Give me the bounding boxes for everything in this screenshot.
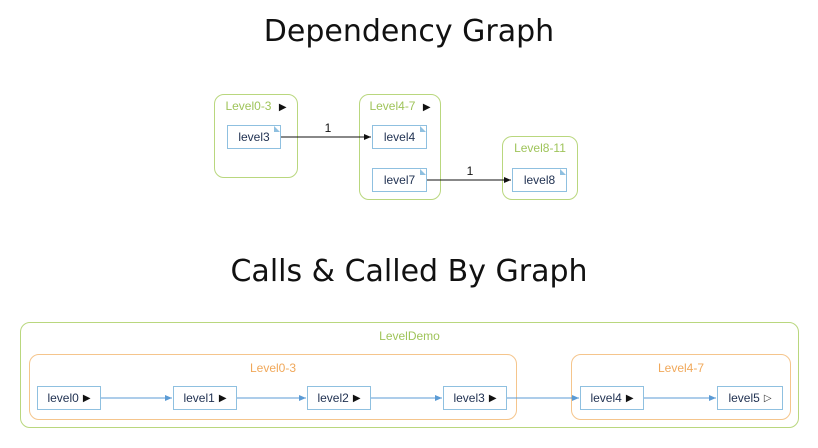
note-corner-icon [560, 169, 566, 175]
triangle-right-icon[interactable]: ▶ [488, 392, 497, 404]
cluster-leveldemo[interactable]: LevelDemo [20, 322, 799, 428]
note-corner-icon [420, 126, 426, 132]
cluster-level0-3[interactable]: Level0-3 ▶ [214, 94, 298, 178]
cluster-label: LevelDemo [379, 329, 440, 343]
call-node-level3[interactable]: level3 ▶ [443, 386, 507, 410]
edge-label: 1 [467, 164, 474, 178]
edge-label: 1 [325, 121, 332, 135]
triangle-right-icon[interactable]: ▶ [82, 392, 91, 404]
node-label: level1 [183, 391, 215, 405]
dep-node-level8[interactable]: level8 [512, 168, 567, 192]
note-corner-icon [420, 169, 426, 175]
cluster-level4-7[interactable]: Level4-7 ▶ [359, 94, 441, 200]
call-node-level2[interactable]: level2 ▶ [307, 386, 371, 410]
cluster-label: Level0-3 [225, 99, 272, 113]
cluster-label: Level8-11 [514, 141, 566, 155]
node-label: level2 [317, 391, 349, 405]
call-node-level0[interactable]: level0 ▶ [37, 386, 101, 410]
cluster-label: Level4-7 [657, 361, 705, 375]
node-label: level5 [728, 391, 760, 405]
triangle-right-outline-icon[interactable]: ▷ [763, 392, 772, 404]
triangle-right-icon[interactable]: ▶ [278, 102, 287, 113]
cluster-level8-11[interactable]: Level8-11 [502, 136, 578, 200]
call-node-level4[interactable]: level4 ▶ [580, 386, 644, 410]
call-node-level5[interactable]: level5 ▷ [717, 386, 783, 410]
triangle-right-icon[interactable]: ▶ [218, 392, 227, 404]
node-label: level7 [383, 173, 416, 187]
triangle-right-icon[interactable]: ▶ [625, 392, 634, 404]
node-label: level4 [383, 130, 416, 144]
triangle-right-icon[interactable]: ▶ [352, 392, 361, 404]
cluster-level0-3-calls[interactable]: Level0-3 [29, 354, 517, 420]
call-node-level1[interactable]: level1 ▶ [173, 386, 237, 410]
note-corner-icon [274, 126, 280, 132]
calls-graph-title: Calls & Called By Graph [230, 254, 588, 289]
cluster-level4-7-calls[interactable]: Level4-7 [571, 354, 791, 420]
dep-node-level3[interactable]: level3 [227, 125, 281, 149]
node-label: level3 [453, 391, 485, 405]
node-label: level0 [47, 391, 79, 405]
node-label: level4 [590, 391, 622, 405]
dep-node-level4[interactable]: level4 [372, 125, 427, 149]
node-label: level8 [523, 173, 556, 187]
triangle-right-icon[interactable]: ▶ [422, 102, 431, 113]
dep-node-level7[interactable]: level7 [372, 168, 427, 192]
cluster-label: Level4-7 [369, 99, 416, 113]
node-label: level3 [238, 130, 270, 144]
dependency-graph-title: Dependency Graph [263, 14, 555, 49]
cluster-label: Level0-3 [249, 361, 297, 375]
